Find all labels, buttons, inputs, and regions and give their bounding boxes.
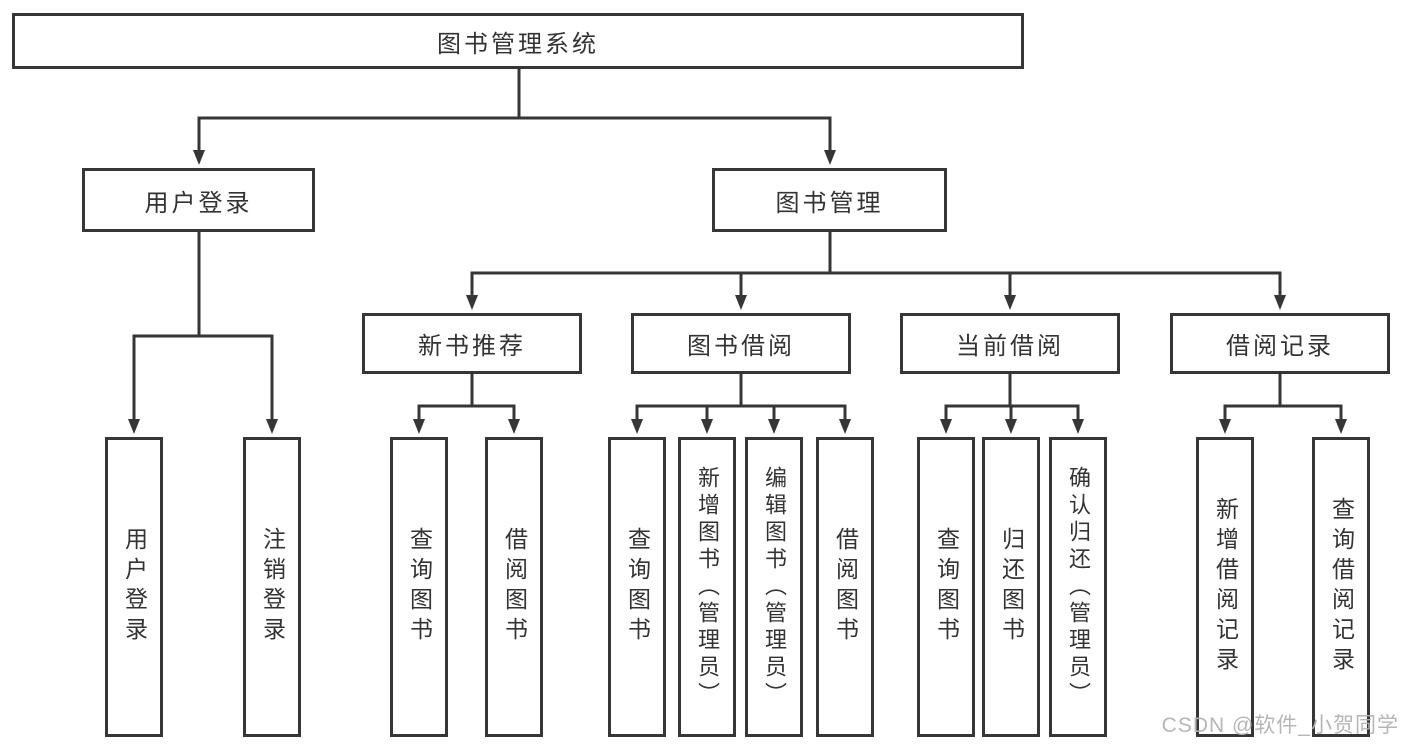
leaf-nb-query-books: 查询图书 xyxy=(390,437,448,737)
node-book-borrowing: 图书借阅 xyxy=(631,313,851,374)
leaf-cu-query-books: 查询图书 xyxy=(917,437,975,737)
node-current-borrowing-label: 当前借阅 xyxy=(956,333,1064,360)
leaf-logout-label: 注销登录 xyxy=(259,527,286,647)
leaf-bw-edit-book-admin-label: 编辑图书（管理员） xyxy=(762,465,787,709)
leaf-re-query-borrow-record: 查询借阅记录 xyxy=(1312,437,1370,737)
leaf-bw-edit-book-admin: 编辑图书（管理员） xyxy=(745,437,803,737)
node-borrowing-records-label: 借阅记录 xyxy=(1226,333,1334,360)
node-root-label: 图书管理系统 xyxy=(437,30,599,58)
node-root: 图书管理系统 xyxy=(12,13,1024,69)
watermark: CSDN @软件_小贺同学 xyxy=(1161,714,1399,737)
leaf-cu-confirm-return-admin-label: 确认归还（管理员） xyxy=(1066,465,1091,709)
leaf-re-query-borrow-record-label: 查询借阅记录 xyxy=(1328,497,1355,677)
leaf-nb-borrow-books-label: 借阅图书 xyxy=(501,527,528,647)
leaf-cu-return-book-label: 归还图书 xyxy=(998,527,1025,647)
leaf-cu-return-book: 归还图书 xyxy=(982,437,1040,737)
node-borrowing-records: 借阅记录 xyxy=(1170,313,1390,374)
node-new-book-recommend: 新书推荐 xyxy=(362,313,582,374)
leaf-re-add-borrow-record-label: 新增借阅记录 xyxy=(1212,497,1239,677)
node-book-management: 图书管理 xyxy=(712,168,947,232)
leaf-nb-borrow-books: 借阅图书 xyxy=(485,437,543,737)
node-book-management-label: 图书管理 xyxy=(775,189,884,217)
node-user-login: 用户登录 xyxy=(82,168,315,232)
leaf-user-login: 用户登录 xyxy=(105,437,163,737)
leaf-cu-confirm-return-admin: 确认归还（管理员） xyxy=(1049,437,1107,737)
leaf-bw-add-book-admin-label: 新增图书（管理员） xyxy=(695,465,720,709)
leaf-cu-query-books-label: 查询图书 xyxy=(933,527,960,647)
leaf-bw-query-books: 查询图书 xyxy=(608,437,666,737)
leaf-logout: 注销登录 xyxy=(243,437,301,737)
node-new-book-recommend-label: 新书推荐 xyxy=(418,333,526,360)
leaf-bw-add-book-admin: 新增图书（管理员） xyxy=(678,437,736,737)
leaf-nb-query-books-label: 查询图书 xyxy=(406,527,433,647)
leaf-bw-query-books-label: 查询图书 xyxy=(624,527,651,647)
node-user-login-label: 用户登录 xyxy=(144,189,253,217)
node-current-borrowing: 当前借阅 xyxy=(900,313,1120,374)
leaf-bw-borrow-books: 借阅图书 xyxy=(816,437,874,737)
node-book-borrowing-label: 图书借阅 xyxy=(687,333,795,360)
leaf-user-login-label: 用户登录 xyxy=(121,527,148,647)
leaf-re-add-borrow-record: 新增借阅记录 xyxy=(1196,437,1254,737)
leaf-bw-borrow-books-label: 借阅图书 xyxy=(832,527,859,647)
